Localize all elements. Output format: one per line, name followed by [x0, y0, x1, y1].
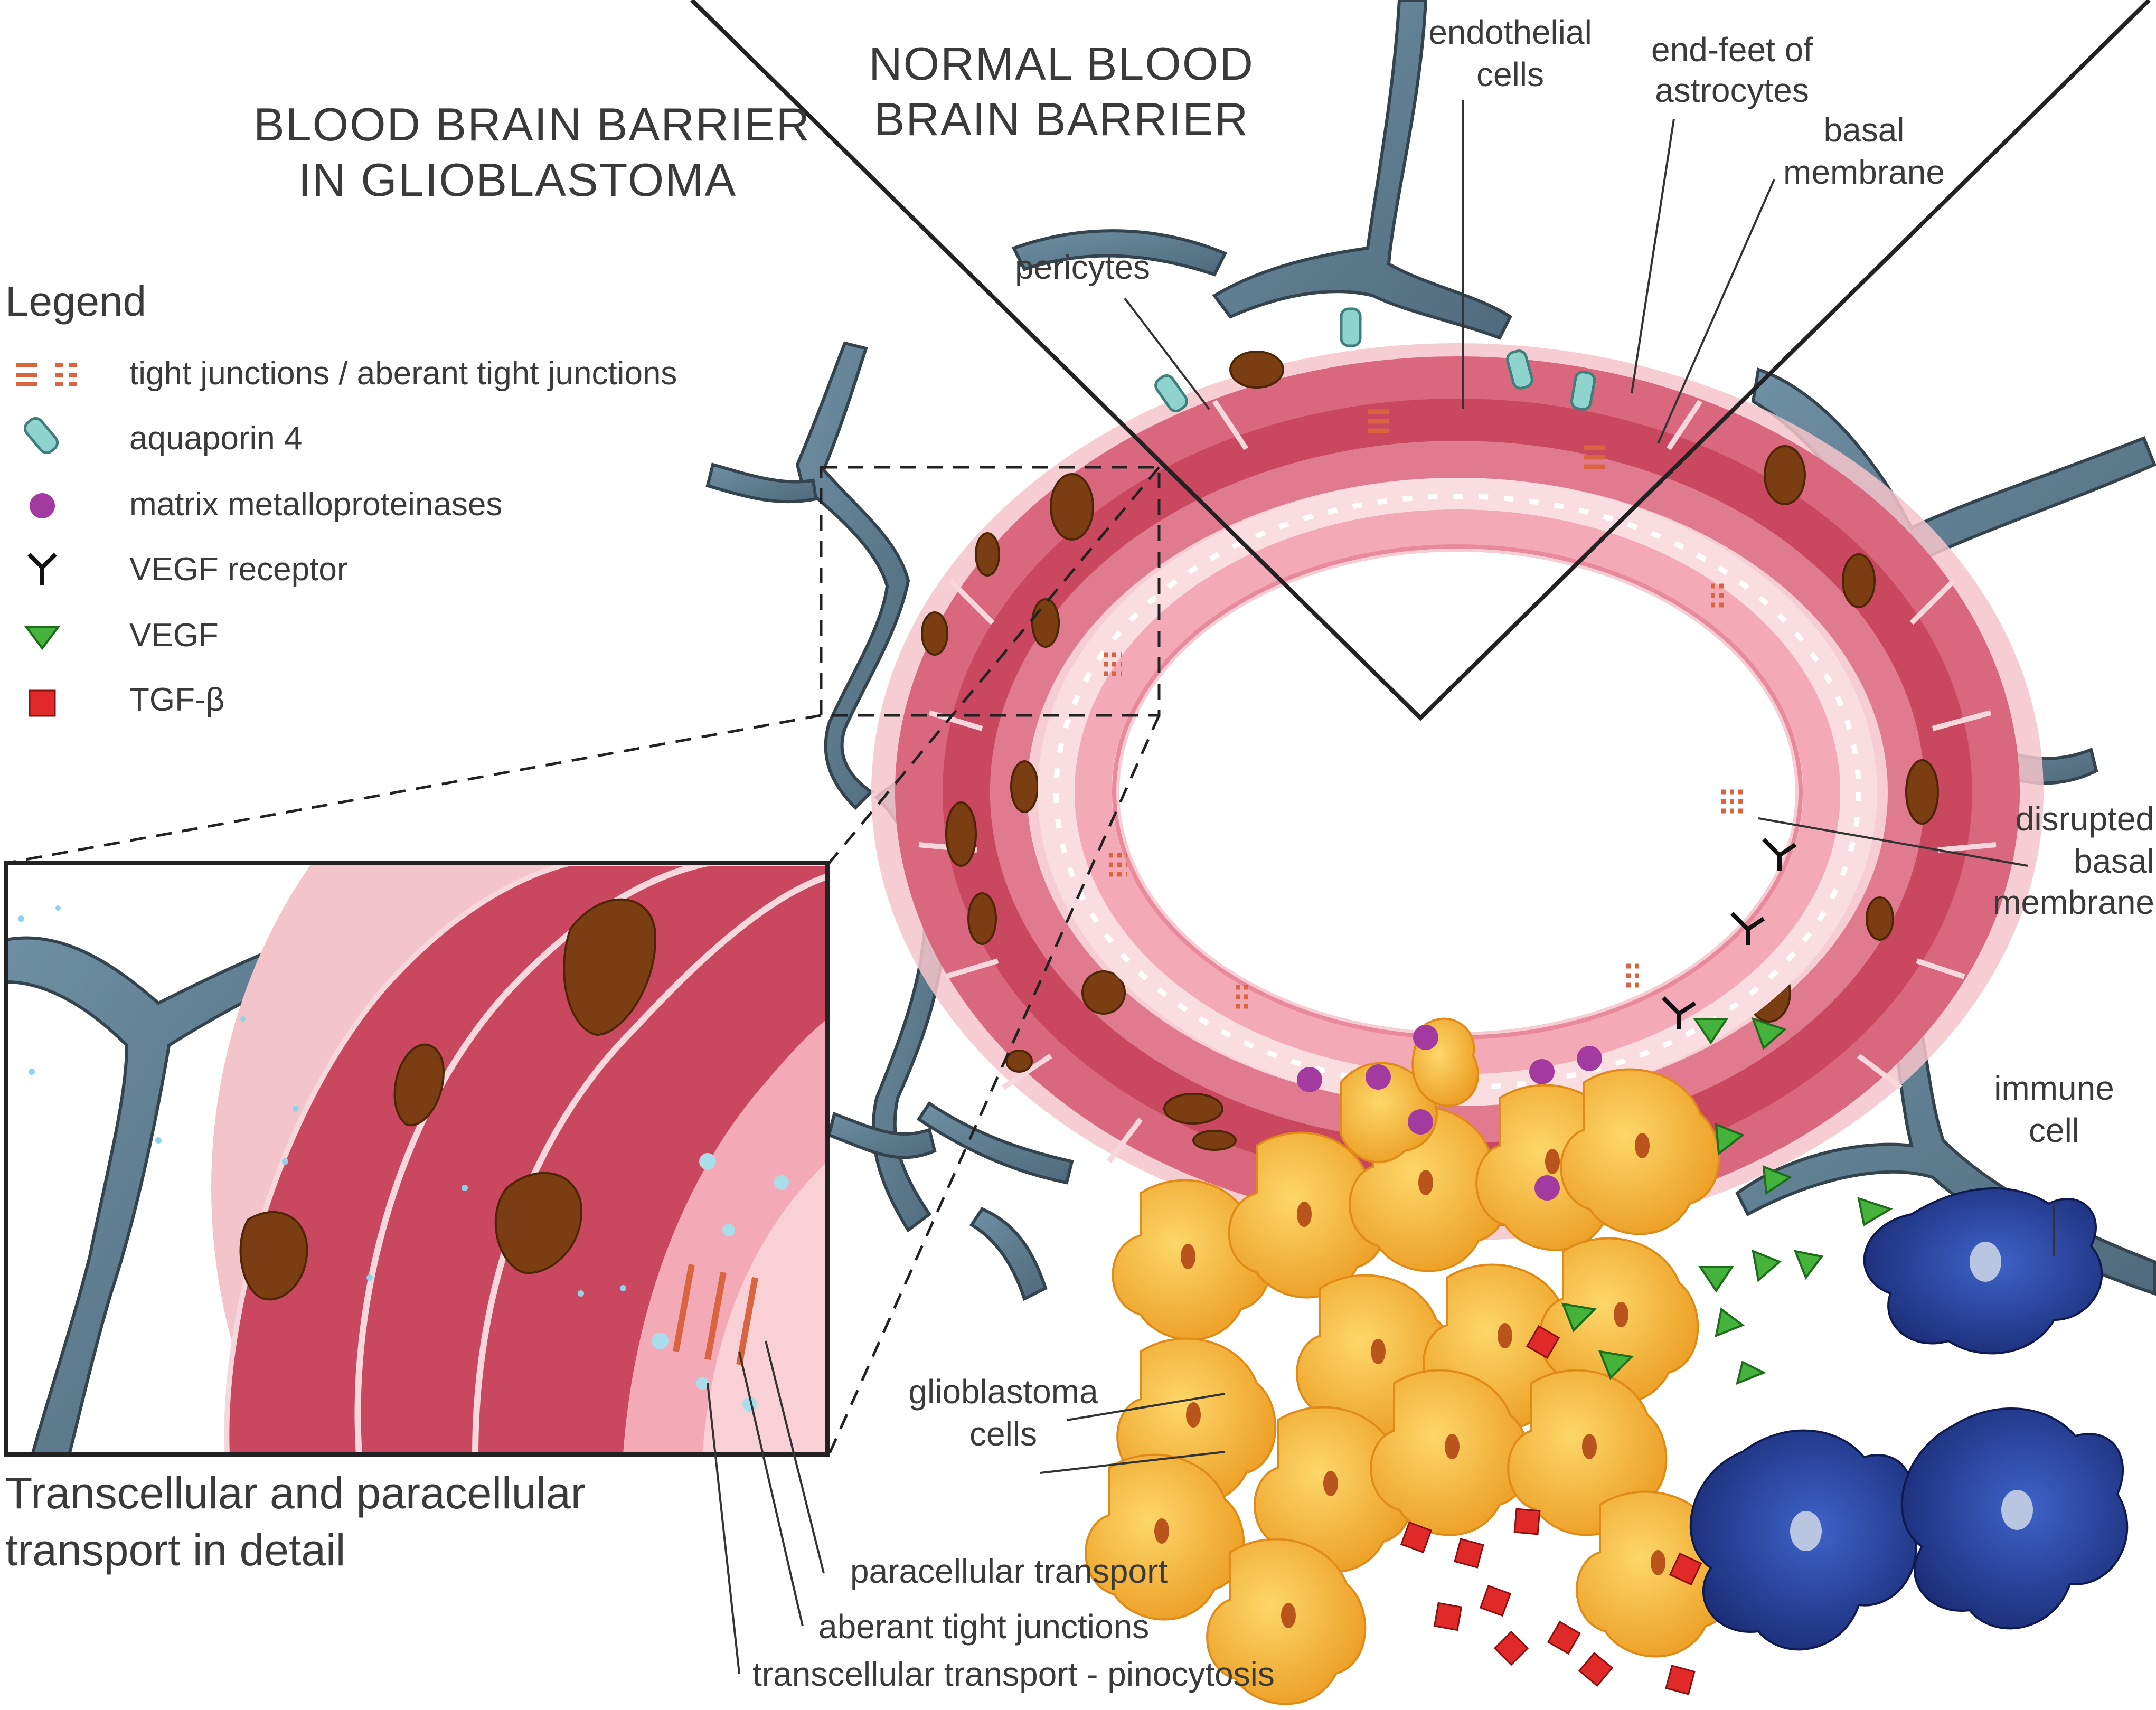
vegf-markers	[1561, 1017, 1893, 1385]
glioblastoma-nuclei	[1154, 1133, 1665, 1628]
label-glioblastoma-cells-1: glioblastoma	[908, 1373, 1098, 1411]
legend-icons	[16, 363, 77, 717]
tgf-beta-markers	[1400, 1325, 1702, 1695]
vegf-receptor-markers	[1662, 838, 1797, 1029]
tight-junction-icon	[16, 363, 77, 386]
inset-detail	[6, 863, 827, 1454]
label-endothelial-cells-2: cells	[1476, 55, 1545, 93]
tight-junction-markers	[1104, 409, 1743, 1009]
label-immune-cell-1: immune	[1994, 1069, 2114, 1107]
normal-bbb-title-line1: NORMAL BLOOD	[869, 37, 1254, 90]
legend-label-mmp: matrix metalloproteinases	[129, 486, 503, 523]
inset-caption-line2: transport in detail	[5, 1525, 346, 1575]
vegf-icon	[24, 626, 60, 650]
label-disrupted-basal-membrane-2: basal	[2074, 842, 2154, 880]
label-disrupted-basal-membrane-3: membrane	[1993, 883, 2154, 921]
legend-label-vegf: VEGF	[129, 617, 219, 654]
label-endothelial-cells-1: endothelial	[1428, 13, 1592, 51]
inset-frame	[4, 861, 830, 1457]
tgf-beta-icon	[29, 689, 56, 717]
normal-bbb-frame	[690, 0, 2151, 721]
nucleus	[1229, 351, 1284, 389]
label-disrupted-basal-membrane-1: disrupted	[2015, 800, 2154, 838]
label-immune-cell-2: cell	[2028, 1111, 2080, 1149]
label-aberant-tight-junctions: aberant tight junctions	[818, 1608, 1150, 1646]
glioblastoma-bbb-title-line2: IN GLIOBLASTOMA	[298, 154, 737, 206]
label-glioblastoma-cells-2: cells	[969, 1415, 1038, 1453]
legend-label-tgf-beta: TGF-β	[129, 682, 225, 718]
vegf-receptor-icon	[27, 553, 57, 585]
legend-label-aquaporin: aquaporin 4	[129, 420, 303, 457]
normal-bbb-title-line2: BRAIN BARRIER	[873, 93, 1249, 145]
label-pericytes: pericytes	[1014, 248, 1151, 286]
leader-lines	[707, 100, 2055, 1674]
vessel-wall	[871, 343, 2044, 1241]
label-basal-membrane-2: membrane	[1783, 153, 1945, 191]
immune-nuclei	[1790, 1242, 2033, 1551]
label-basal-membrane-1: basal	[1823, 111, 1905, 149]
legend-label-tight-junctions: tight junctions / aberant tight junction…	[129, 355, 677, 392]
aquaporin-icon	[23, 417, 59, 455]
mmp-icon	[30, 493, 55, 518]
label-end-feet-2: astrocytes	[1655, 71, 1809, 109]
mmp-markers	[1297, 1025, 1602, 1201]
legend-label-vegf-receptor: VEGF receptor	[129, 551, 348, 588]
label-paracellular-transport: paracellular transport	[850, 1552, 1168, 1590]
zoom-indicator	[5, 466, 1161, 1456]
glioblastoma-bbb-title-line1: BLOOD BRAIN BARRIER	[253, 98, 811, 150]
inset-caption-line1: Transcellular and paracellular	[5, 1468, 586, 1518]
label-transcellular-transport: transcellular transport - pinocytosis	[752, 1655, 1275, 1693]
label-end-feet-1: end-feet of	[1651, 31, 1813, 69]
legend-heading: Legend	[5, 278, 146, 325]
